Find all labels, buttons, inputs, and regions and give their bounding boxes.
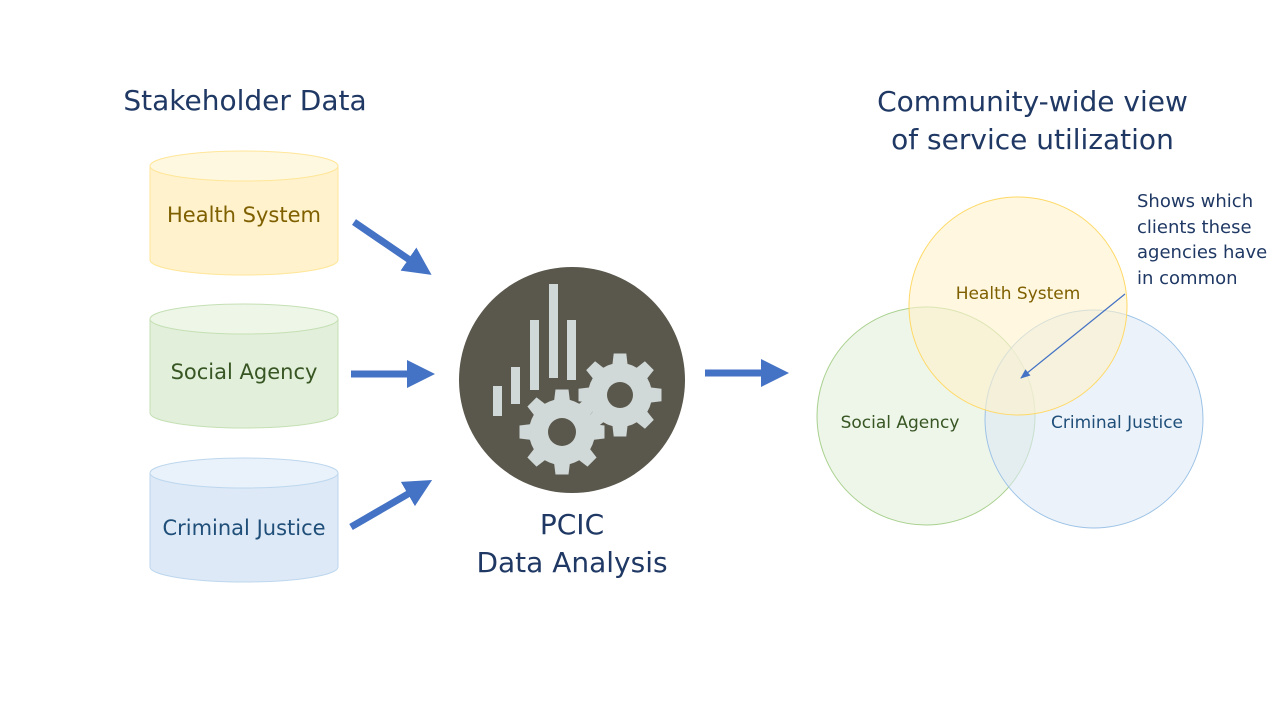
community-view-title-line2: of service utilization <box>891 123 1174 156</box>
analysis-label: PCIC Data Analysis <box>440 506 704 582</box>
analysis-label-line1: PCIC <box>539 508 605 541</box>
analysis-label-line2: Data Analysis <box>476 546 668 579</box>
bar-mark <box>549 284 558 378</box>
source-label-health-system: Health System <box>167 203 321 227</box>
bar-mark <box>567 320 576 380</box>
overlap-annotation: Shows which clients these agencies have … <box>1137 189 1280 291</box>
annotation-line: agencies have <box>1137 242 1268 263</box>
bar-mark <box>511 367 520 404</box>
source-label-criminal-justice: Criminal Justice <box>162 516 326 540</box>
gear-icon <box>578 353 662 437</box>
venn-label-social-agency: Social Agency <box>840 413 960 433</box>
community-view-title: Community-wide view of service utilizati… <box>840 83 1225 159</box>
stakeholder-data-title: Stakeholder Data <box>123 84 367 117</box>
bar-mark <box>493 386 502 416</box>
annotation-pointer-arrow <box>1020 293 1126 379</box>
community-view-title-line1: Community-wide view <box>877 85 1188 118</box>
database-cylinder-health-system <box>149 150 339 276</box>
annotation-line: clients these <box>1137 216 1252 238</box>
database-cylinder-social-agency <box>149 303 339 429</box>
annotation-line: Shows which <box>1137 191 1254 212</box>
annotation-line: in common <box>1137 267 1238 289</box>
database-cylinder-criminal-justice <box>149 457 339 583</box>
venn-label-health-system: Health System <box>955 284 1081 304</box>
bar-mark <box>530 320 539 390</box>
source-label-social-agency: Social Agency <box>170 360 318 384</box>
gear-icon <box>519 389 605 475</box>
venn-label-criminal-justice: Criminal Justice <box>1050 413 1184 433</box>
venn-circle-health-system <box>908 196 1128 416</box>
analytics-gears-icon <box>459 267 685 493</box>
arrow-health-to-analysis <box>352 219 432 275</box>
arrow-justice-to-analysis <box>349 479 433 531</box>
